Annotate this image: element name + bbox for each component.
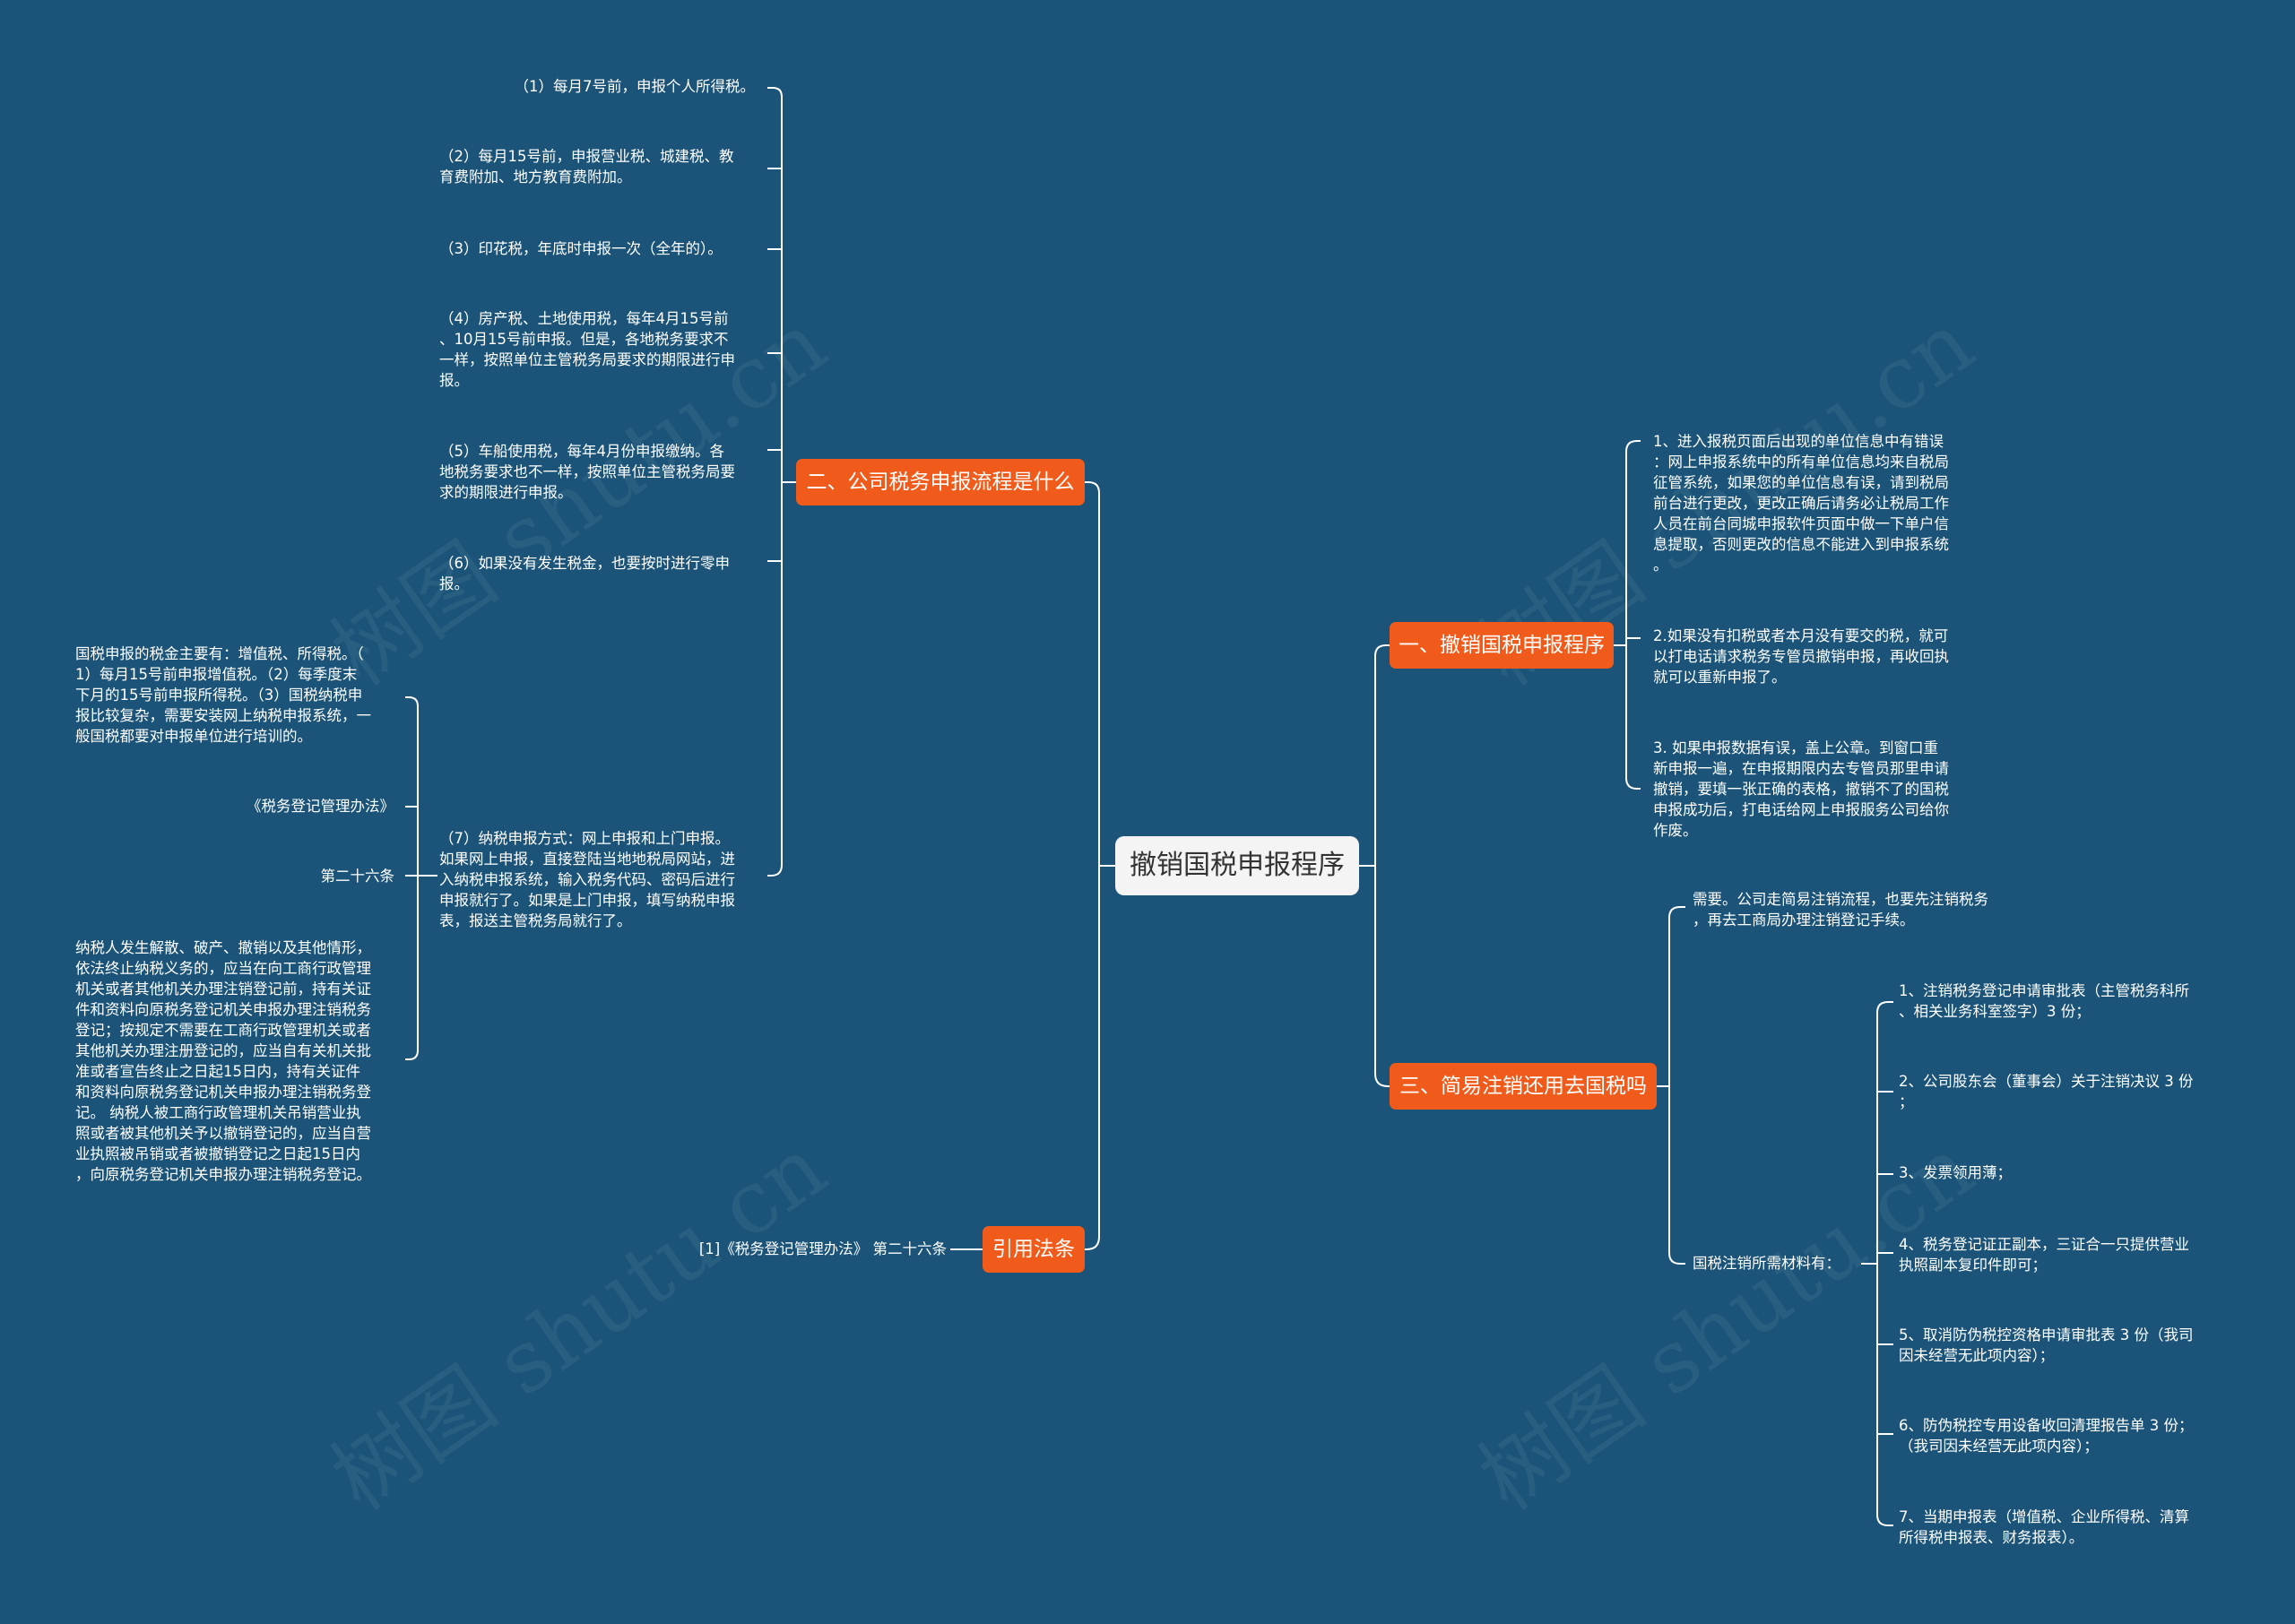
list-item: [1]《税务登记管理办法》 第二十六条 [698, 1240, 947, 1257]
list-item: 6、防伪税控专用设备收回清理报告单 3 份； （我司因未经营无此项内容）； [1899, 1417, 2194, 1455]
list-item: （6）如果没有发生税金，也要按时进行零申 报。 [439, 555, 730, 592]
list-item: 第二十六条 [320, 868, 395, 885]
list-item: 5、取消防伪税控资格申请审批表 3 份（我司 因未经营无此项内容）； [1899, 1326, 2194, 1364]
list-item: 《税务登记管理办法》 [247, 798, 394, 815]
branch-withdraw-procedure[interactable]: 一、撤销国税申报程序 [1390, 622, 1614, 669]
branch-cited-law[interactable]: 引用法条 [983, 1226, 1085, 1273]
list-item: （4）房产税、土地使用税，每年4月15号前 、10月15号前申报。但是，各地税务… [439, 310, 735, 389]
list-item: 4、税务登记证正副本，三证合一只提供营业 执照副本复印件即可； [1899, 1236, 2189, 1274]
center-topic[interactable]: 撤销国税申报程序 [1115, 836, 1359, 895]
list-item: 国税注销所需材料有： [1693, 1255, 1840, 1272]
branch-tax-filing-process[interactable]: 二、公司税务申报流程是什么 [796, 459, 1085, 505]
list-item: （2）每月15号前，申报营业税、城建税、教 育费附加、地方教育费附加。 [439, 148, 734, 186]
list-item: 3. 如果申报数据有误，盖上公章。到窗口重 新申报一遍，在申报期限内去专管员那里… [1653, 739, 1949, 839]
list-item: 3、发票领用薄； [1899, 1164, 2012, 1181]
branch-simple-cancellation[interactable]: 三、简易注销还用去国税吗 [1390, 1063, 1657, 1110]
list-item: 1、进入报税页面后出现的单位信息中有错误 ：网上申报系统中的所有单位信息均来自税… [1653, 433, 1949, 574]
list-item: （3）印花税，年底时申报一次（全年的）。 [439, 240, 723, 257]
list-item: 国税申报的税金主要有：增值税、所得税。（ 1）每月15号前申报增值税。（2）每季… [75, 645, 371, 745]
list-item: 需要。公司走简易注销流程，也要先注销税务 ，再去工商局办理注销登记手续。 [1693, 891, 1988, 929]
list-item: 7、当期申报表（增值税、企业所得税、清算 所得税申报表、财务报表）。 [1899, 1508, 2189, 1546]
list-item: 2.如果没有扣税或者本月没有要交的税，就可 以打电话请求税务专管员撤销申报，再收… [1653, 627, 1949, 686]
list-item: （7）纳税申报方式：网上申报和上门申报。 如果网上申报，直接登陆当地地税局网站，… [439, 830, 735, 929]
list-item: 1、注销税务登记申请审批表（主管税务科所 、相关业务科室签字）3 份； [1899, 982, 2189, 1020]
list-item: （1）每月7号前，申报个人所得税。 [514, 78, 756, 95]
list-item: （5）车船使用税，每年4月份申报缴纳。各 地税务要求也不一样，按照单位主管税务局… [439, 443, 735, 501]
list-item: 纳税人发生解散、破产、撤销以及其他情形， 依法终止纳税义务的，应当在向工商行政管… [75, 939, 371, 1183]
list-item: 2、公司股东会（董事会）关于注销决议 3 份 ； [1899, 1073, 2194, 1110]
